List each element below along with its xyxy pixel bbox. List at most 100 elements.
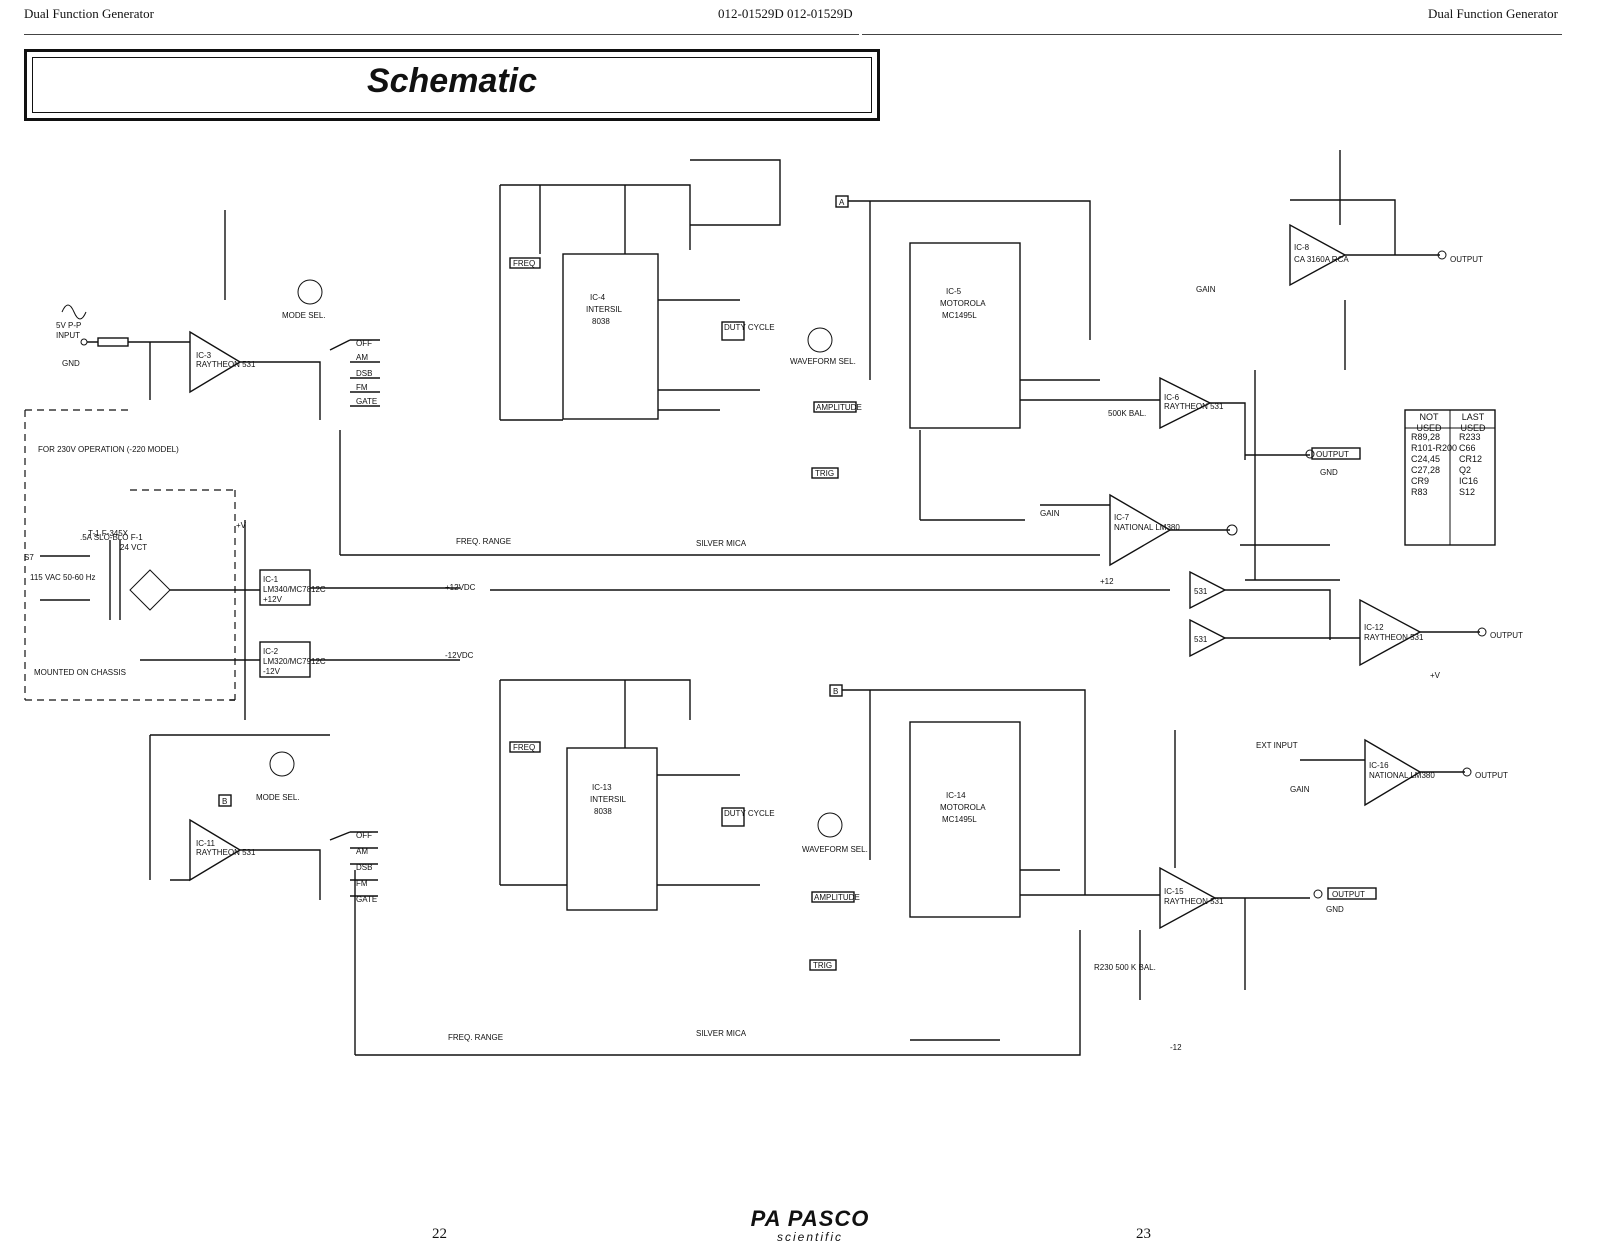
wires-bus bbox=[230, 554, 1170, 701]
table-cell: IC16 bbox=[1459, 476, 1479, 486]
ic15-ref: IC-15 bbox=[1164, 887, 1184, 896]
ic6-ref: IC-6 bbox=[1164, 393, 1180, 402]
table-grid bbox=[1405, 410, 1495, 545]
ic4-ref: IC-4 bbox=[590, 293, 606, 302]
header-right-title: Dual Function Generator bbox=[1428, 6, 1558, 21]
label-r230-bal: R230 500 K BAL. bbox=[1094, 963, 1156, 972]
ic14-ref: IC-14 bbox=[946, 791, 966, 800]
label-duty-cycle-bottom: DUTY CYCLE bbox=[724, 809, 775, 818]
ic3-part: RAYTHEON 531 bbox=[196, 360, 256, 369]
wires-rectifier bbox=[140, 520, 260, 720]
node-a-top: A bbox=[839, 198, 845, 207]
wires-bottom-bus bbox=[354, 870, 1081, 1056]
logo-tagline: scientific bbox=[776, 1230, 843, 1244]
ic12-part: RAYTHEON 531 bbox=[1364, 633, 1424, 642]
table-cell: S12 bbox=[1459, 487, 1476, 497]
label-ext-input: EXT INPUT bbox=[1256, 741, 1298, 750]
label-s7: S7 bbox=[24, 553, 34, 562]
wire-r20-loop bbox=[690, 159, 781, 226]
ic3-ref: IC-3 bbox=[196, 351, 212, 360]
ic1-out: +12V bbox=[263, 595, 283, 604]
wires-ic16 bbox=[1300, 759, 1465, 773]
ic4-box bbox=[562, 253, 659, 420]
ic13-part: 8038 bbox=[594, 807, 612, 816]
ic4-maker: INTERSIL bbox=[586, 305, 623, 314]
label-output-top-mid: OUTPUT bbox=[1316, 450, 1349, 459]
ic6-part: RAYTHEON 531 bbox=[1164, 402, 1224, 411]
label-ct: 24 VCT bbox=[120, 543, 147, 552]
header-document-code: 012-01529D 012-01529D bbox=[718, 6, 853, 21]
label-minus12vdc: -12VDC bbox=[445, 651, 474, 660]
mode-selector-dial-top bbox=[297, 279, 323, 305]
reg-ic2 bbox=[259, 641, 311, 678]
s1a-fm: FM bbox=[356, 383, 368, 392]
label-plus12vdc: +12VDC bbox=[445, 583, 476, 592]
label-mode-sel-bottom: MODE SEL. bbox=[256, 793, 300, 802]
wires-ic5 bbox=[848, 200, 1160, 401]
wires-top-loops bbox=[339, 430, 1025, 555]
logo-wordmark: PA PASCO bbox=[750, 1206, 870, 1231]
bridge-rectifier bbox=[129, 569, 171, 611]
label-waveform-sel-top: WAVEFORM SEL. bbox=[790, 357, 856, 366]
wires-mixer bbox=[1225, 544, 1480, 640]
s1b-fm: FM bbox=[356, 879, 368, 888]
wires-ic8 bbox=[1290, 150, 1440, 370]
amp-ic16 bbox=[1364, 738, 1422, 807]
section-title-box: Schematic bbox=[24, 49, 880, 121]
wire-ic6-out bbox=[1210, 402, 1310, 460]
label-box-duty-cycle-top bbox=[721, 321, 745, 341]
wires-regulator-out bbox=[310, 587, 460, 661]
amp-ic7 bbox=[1109, 493, 1172, 567]
label-output-j17: OUTPUT bbox=[1490, 631, 1523, 640]
label-amplitude-bottom: AMPLITUDE bbox=[814, 893, 860, 902]
opamp-ic10 bbox=[1189, 618, 1227, 658]
label-box-output-top-mid bbox=[1311, 447, 1361, 460]
label-freq-range-bottom: FREQ. RANGE bbox=[448, 1033, 503, 1042]
s1b-off: OFF bbox=[356, 831, 372, 840]
wires-ic4-out bbox=[658, 299, 760, 411]
label-freq-top: FREQ bbox=[513, 259, 535, 268]
label-fuse: .5A SLO-BLO F-1 bbox=[80, 533, 143, 542]
label-plus4v: +V bbox=[236, 521, 247, 530]
label-input-top: INPUT bbox=[56, 331, 80, 340]
label-mounted: MOUNTED ON CHASSIS bbox=[34, 668, 126, 677]
ic10-part: 531 bbox=[1194, 635, 1208, 644]
label-sine-spec: 5V P-P bbox=[56, 321, 81, 330]
s1a-gate: GATE bbox=[356, 397, 377, 406]
wires-ic15 bbox=[1139, 730, 1310, 1000]
section-title: Schematic bbox=[366, 62, 538, 100]
sine-wave-symbol bbox=[61, 304, 87, 320]
table-col-last-used: R233 C66 CR12 Q2 IC16 S12 bbox=[1459, 432, 1482, 498]
ic1-ref: IC-1 bbox=[263, 575, 279, 584]
s1a-dsb: DSB bbox=[356, 369, 372, 378]
table-cell: R101-R200 bbox=[1411, 443, 1458, 453]
wires-ic11 bbox=[149, 734, 330, 900]
label-plus-v-rail: +12 bbox=[1100, 577, 1114, 586]
input-jack-top bbox=[80, 338, 88, 346]
wires-ic13 bbox=[499, 679, 760, 886]
label-box-freq-top bbox=[509, 257, 541, 269]
opamp-ic8 bbox=[1289, 223, 1347, 287]
ic16-part: NATIONAL LM380 bbox=[1369, 771, 1435, 780]
opamp-ic12 bbox=[1359, 598, 1422, 667]
opamp-ic11 bbox=[189, 818, 242, 882]
page-number-right: 23 bbox=[1136, 1226, 1151, 1242]
speaker-output-ic7 bbox=[1226, 524, 1238, 536]
table-cell: R83 bbox=[1411, 487, 1428, 497]
ic13-ref: IC-13 bbox=[592, 783, 612, 792]
wire-ic3-supply bbox=[149, 210, 226, 400]
waveform-selector-dial-bottom bbox=[817, 812, 843, 838]
ic5-part: MC1495L bbox=[942, 311, 977, 320]
header-rule-right bbox=[862, 34, 1562, 35]
label-output-j1: OUTPUT bbox=[1450, 255, 1483, 264]
label-plus-v-mix: +V bbox=[1430, 671, 1441, 680]
resistor-r1 bbox=[97, 337, 129, 347]
node-b-left: B bbox=[222, 797, 227, 806]
table-cell: C27,28 bbox=[1411, 465, 1441, 475]
ic7-part: NATIONAL LM380 bbox=[1114, 523, 1180, 532]
label-transformer: T-1 F-345X bbox=[88, 529, 129, 538]
header-left-title: Dual Function Generator bbox=[24, 6, 154, 21]
wire-ic3-out bbox=[240, 361, 321, 420]
label-trig-top: TRIG bbox=[815, 469, 834, 478]
